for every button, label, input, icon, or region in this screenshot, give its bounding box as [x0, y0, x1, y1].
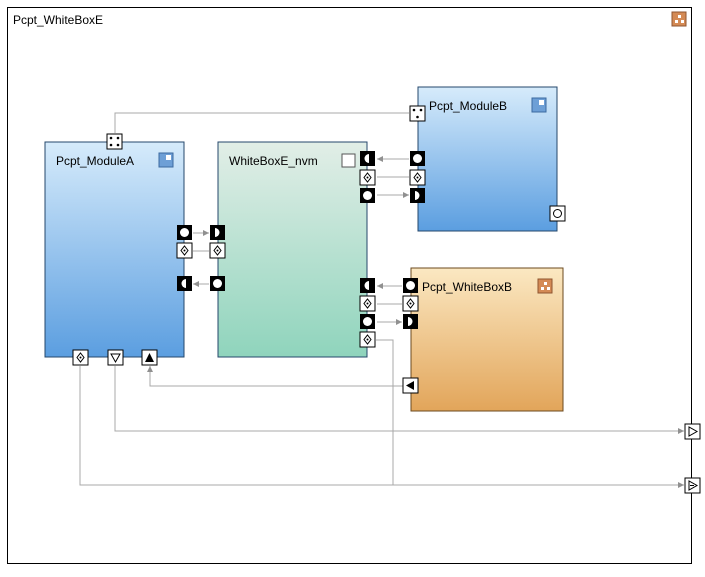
connector-a-out-2[interactable] [79, 366, 684, 488]
port-client-server-nvm-4[interactable] [359, 331, 376, 348]
port-trigger-a-top[interactable] [106, 133, 123, 150]
port-sender-circle-a[interactable] [177, 225, 192, 240]
connectors[interactable] [79, 112, 684, 488]
component-nvm[interactable] [217, 141, 368, 358]
port-trigger-b[interactable] [409, 105, 426, 122]
composition-icon [537, 278, 553, 294]
port-sender-circle-nvm-3[interactable] [360, 314, 375, 329]
connector-wbb-to-a[interactable] [147, 366, 403, 387]
port-client-server-a-bottom[interactable] [72, 349, 89, 366]
port-circle-b-right[interactable] [549, 205, 566, 222]
port-sender-circle-b[interactable] [410, 151, 425, 166]
atomic-component-icon [531, 97, 547, 113]
component-name-module-b[interactable]: Pcpt_ModuleB [429, 99, 508, 113]
port-mode-out-a[interactable] [107, 349, 124, 366]
connector-b-to-a-top[interactable] [114, 112, 409, 133]
port-receiver-half-b[interactable] [410, 188, 425, 203]
port-receiver-half-wbb[interactable] [403, 314, 418, 329]
port-receiver-half-nvm-2[interactable] [360, 151, 375, 166]
component-name-nvm[interactable]: WhiteBoxE_nvm [229, 154, 318, 168]
component-name-white-box-b[interactable]: Pcpt_WhiteBoxB [422, 280, 513, 294]
port-mode-in-a[interactable] [141, 349, 158, 366]
port-composition-out-1[interactable] [684, 423, 701, 440]
composition-icon [671, 11, 687, 27]
composition-title: Pcpt_WhiteBoxE [13, 13, 104, 27]
port-sender-circle-wbb[interactable] [403, 278, 418, 293]
port-sender-circle-nvm-1[interactable] [210, 276, 225, 291]
connector-a-out-1[interactable] [114, 366, 684, 434]
component-module-a[interactable] [44, 141, 185, 358]
port-client-server-wbb[interactable] [402, 295, 419, 312]
port-client-server-b[interactable] [409, 169, 426, 186]
component-name-module-a[interactable]: Pcpt_ModuleA [56, 154, 135, 168]
port-client-server-nvm-2[interactable] [359, 169, 376, 186]
port-receiver-half-a[interactable] [177, 276, 192, 291]
port-composition-out-2[interactable] [684, 477, 701, 494]
atomic-component-icon [158, 152, 174, 168]
port-sender-circle-nvm-2[interactable] [360, 188, 375, 203]
port-mode-out-wbb[interactable] [402, 377, 419, 394]
port-client-server-a[interactable] [176, 242, 193, 259]
nvm-component-icon [341, 153, 356, 168]
port-client-server-nvm-3[interactable] [359, 295, 376, 312]
port-client-server-nvm-1[interactable] [209, 242, 226, 259]
port-receiver-half-nvm-3[interactable] [360, 278, 375, 293]
port-receiver-half-nvm-1[interactable] [210, 225, 225, 240]
connector-nvm-out[interactable] [376, 339, 394, 485]
